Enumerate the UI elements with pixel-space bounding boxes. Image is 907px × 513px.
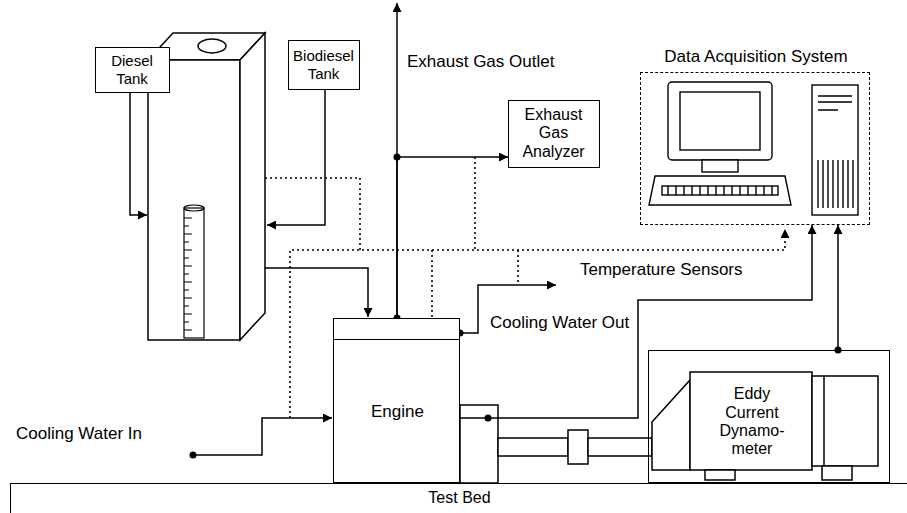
analyzer-box: Exhaust Gas Analyzer — [508, 100, 600, 168]
node-text: Data Acquisition System — [638, 47, 874, 67]
computer-illustration — [649, 82, 858, 215]
node-text: Test Bed — [360, 489, 560, 507]
test-bed-band: Test Bed — [10, 483, 907, 513]
annotation-label: Cooling Water Out — [488, 313, 631, 333]
signal-connector — [837, 225, 839, 350]
drive-train — [460, 372, 878, 483]
node-text: Biodiesel Tank — [290, 47, 358, 82]
node-text: Diesel Tank — [100, 52, 164, 87]
burette — [184, 205, 204, 338]
engine-box: Engine — [333, 318, 460, 483]
dynamometer-frame: Eddy Current Dynamo- meter — [648, 350, 890, 483]
engine-top-strip — [334, 339, 459, 340]
annotation-label: Cooling Water In — [14, 424, 144, 444]
junction-dots — [190, 154, 842, 459]
tank-box: Diesel Tank — [95, 47, 170, 93]
signal-connector — [397, 157, 508, 318]
node-text: Exhaust Gas Analyzer — [513, 106, 595, 161]
node-text: Eddy Current Dynamo- meter — [715, 385, 789, 459]
annotation-label: Exhaust Gas Outlet — [405, 52, 556, 72]
tank-box: Biodiesel Tank — [288, 40, 360, 90]
annotation-label: Temperature Sensors — [578, 260, 745, 280]
data-acquisition-group: Data Acquisition System — [640, 72, 870, 225]
node-text: Engine — [343, 402, 453, 422]
